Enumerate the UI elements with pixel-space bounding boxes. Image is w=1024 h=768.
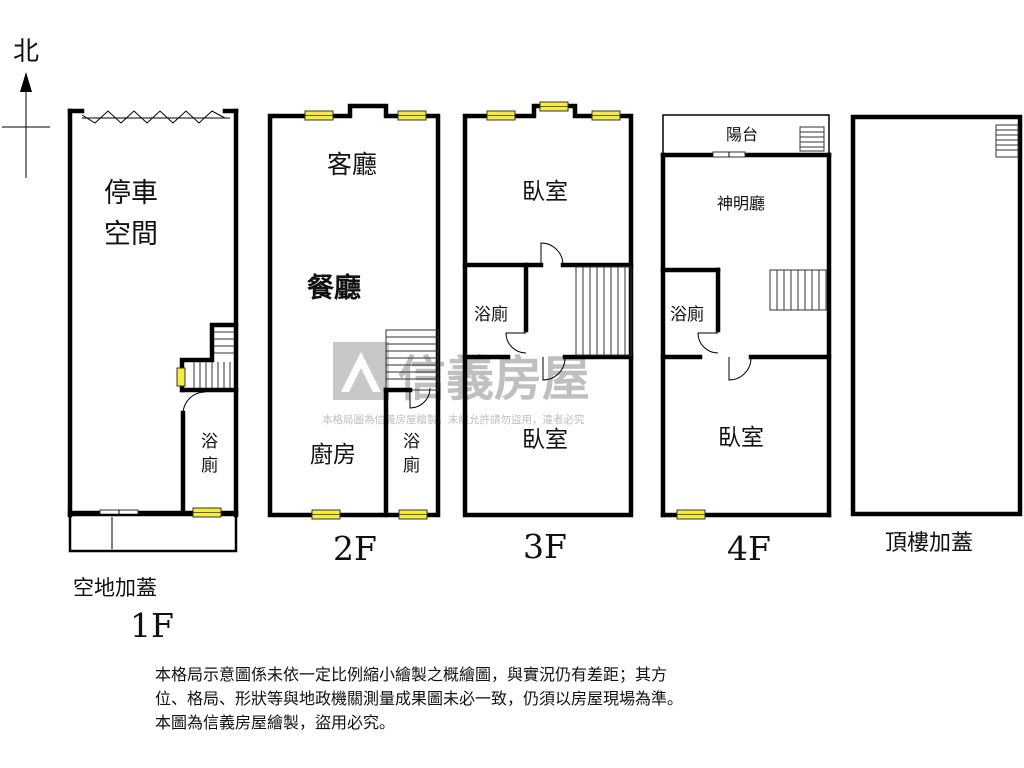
room-bath-3f: 浴廁 bbox=[474, 304, 508, 325]
stair-3f-icon bbox=[575, 266, 632, 356]
room-bedroom-3f-north: 臥室 bbox=[522, 179, 568, 205]
floor-label-roof: 頂樓加蓋 bbox=[885, 531, 973, 556]
disclaimer-line-2: 位、格局、形狀等與地政機關測量成果圖未必一致，仍須以房屋現場為準。 bbox=[155, 689, 684, 708]
stair-2f-icon bbox=[385, 329, 439, 391]
room-bath-1f-line1: 浴 bbox=[201, 432, 218, 452]
stair-4f-balcony-icon bbox=[799, 126, 825, 152]
stair-1f-icon bbox=[193, 331, 234, 388]
north-label: 北 bbox=[13, 37, 39, 67]
room-parking-line2: 空間 bbox=[104, 219, 158, 250]
room-bath-4f: 浴廁 bbox=[670, 304, 704, 325]
north-compass: 北 bbox=[2, 37, 50, 178]
room-bath-2f-line1: 浴 bbox=[403, 432, 420, 452]
room-kitchen-2f: 廚房 bbox=[310, 442, 356, 468]
room-bedroom-3f-south: 臥室 bbox=[522, 427, 568, 453]
stair-4f-icon bbox=[769, 269, 827, 311]
room-balcony-4f: 陽台 bbox=[726, 125, 758, 144]
floor-label-3f: 3F bbox=[523, 527, 567, 566]
floor-3f: 臥室 浴廁 臥室 3F bbox=[462, 101, 634, 566]
floor-label-1f: 1F bbox=[130, 606, 174, 645]
stair-roof-icon bbox=[995, 124, 1019, 158]
room-living-2f: 客廳 bbox=[327, 150, 377, 179]
room-bath-2f-line2: 廁 bbox=[403, 455, 420, 476]
watermark-notice: 本格局圖為信義房屋繪製，未經允許請勿盜用，違者必究 bbox=[322, 413, 585, 426]
watermark-logo-icon bbox=[333, 342, 389, 400]
floor-label-4f: 4F bbox=[727, 529, 771, 568]
room-bath-1f-line2: 廁 bbox=[201, 455, 218, 476]
extension-1f-label: 空地加蓋 bbox=[73, 576, 157, 600]
floor-1f: 停車 空間 浴 廁 空地加蓋 1F bbox=[67, 108, 239, 645]
north-arrow-icon bbox=[20, 72, 32, 92]
room-bedroom-4f: 臥室 bbox=[718, 425, 764, 451]
room-parking-line1: 停車 bbox=[104, 178, 158, 209]
floor-2f: 客廳 餐廳 廚房 浴 廁 2F bbox=[267, 103, 441, 568]
floor-label-2f: 2F bbox=[333, 529, 377, 568]
room-shrine-4f: 神明廳 bbox=[717, 194, 765, 213]
disclaimer-line-1: 本格局示意圖係未依一定比例縮小繪製之概繪圖，與實況仍有差距；其方 bbox=[155, 665, 668, 684]
disclaimer-line-3: 本圖為信義房屋繪製，盜用必究。 bbox=[155, 713, 396, 732]
watermark: 信義房屋 本格局圖為信義房屋繪製，未經允許請勿盜用，違者必究 bbox=[322, 342, 590, 426]
disclaimer: 本格局示意圖係未依一定比例縮小繪製之概繪圖，與實況仍有差距；其方 位、格局、形狀… bbox=[155, 663, 875, 735]
room-dining-2f: 餐廳 bbox=[307, 272, 361, 304]
floor-4f: 陽台 神明廳 浴廁 臥室 4F bbox=[660, 114, 832, 568]
floor-roof: 頂樓加蓋 bbox=[850, 114, 1023, 556]
